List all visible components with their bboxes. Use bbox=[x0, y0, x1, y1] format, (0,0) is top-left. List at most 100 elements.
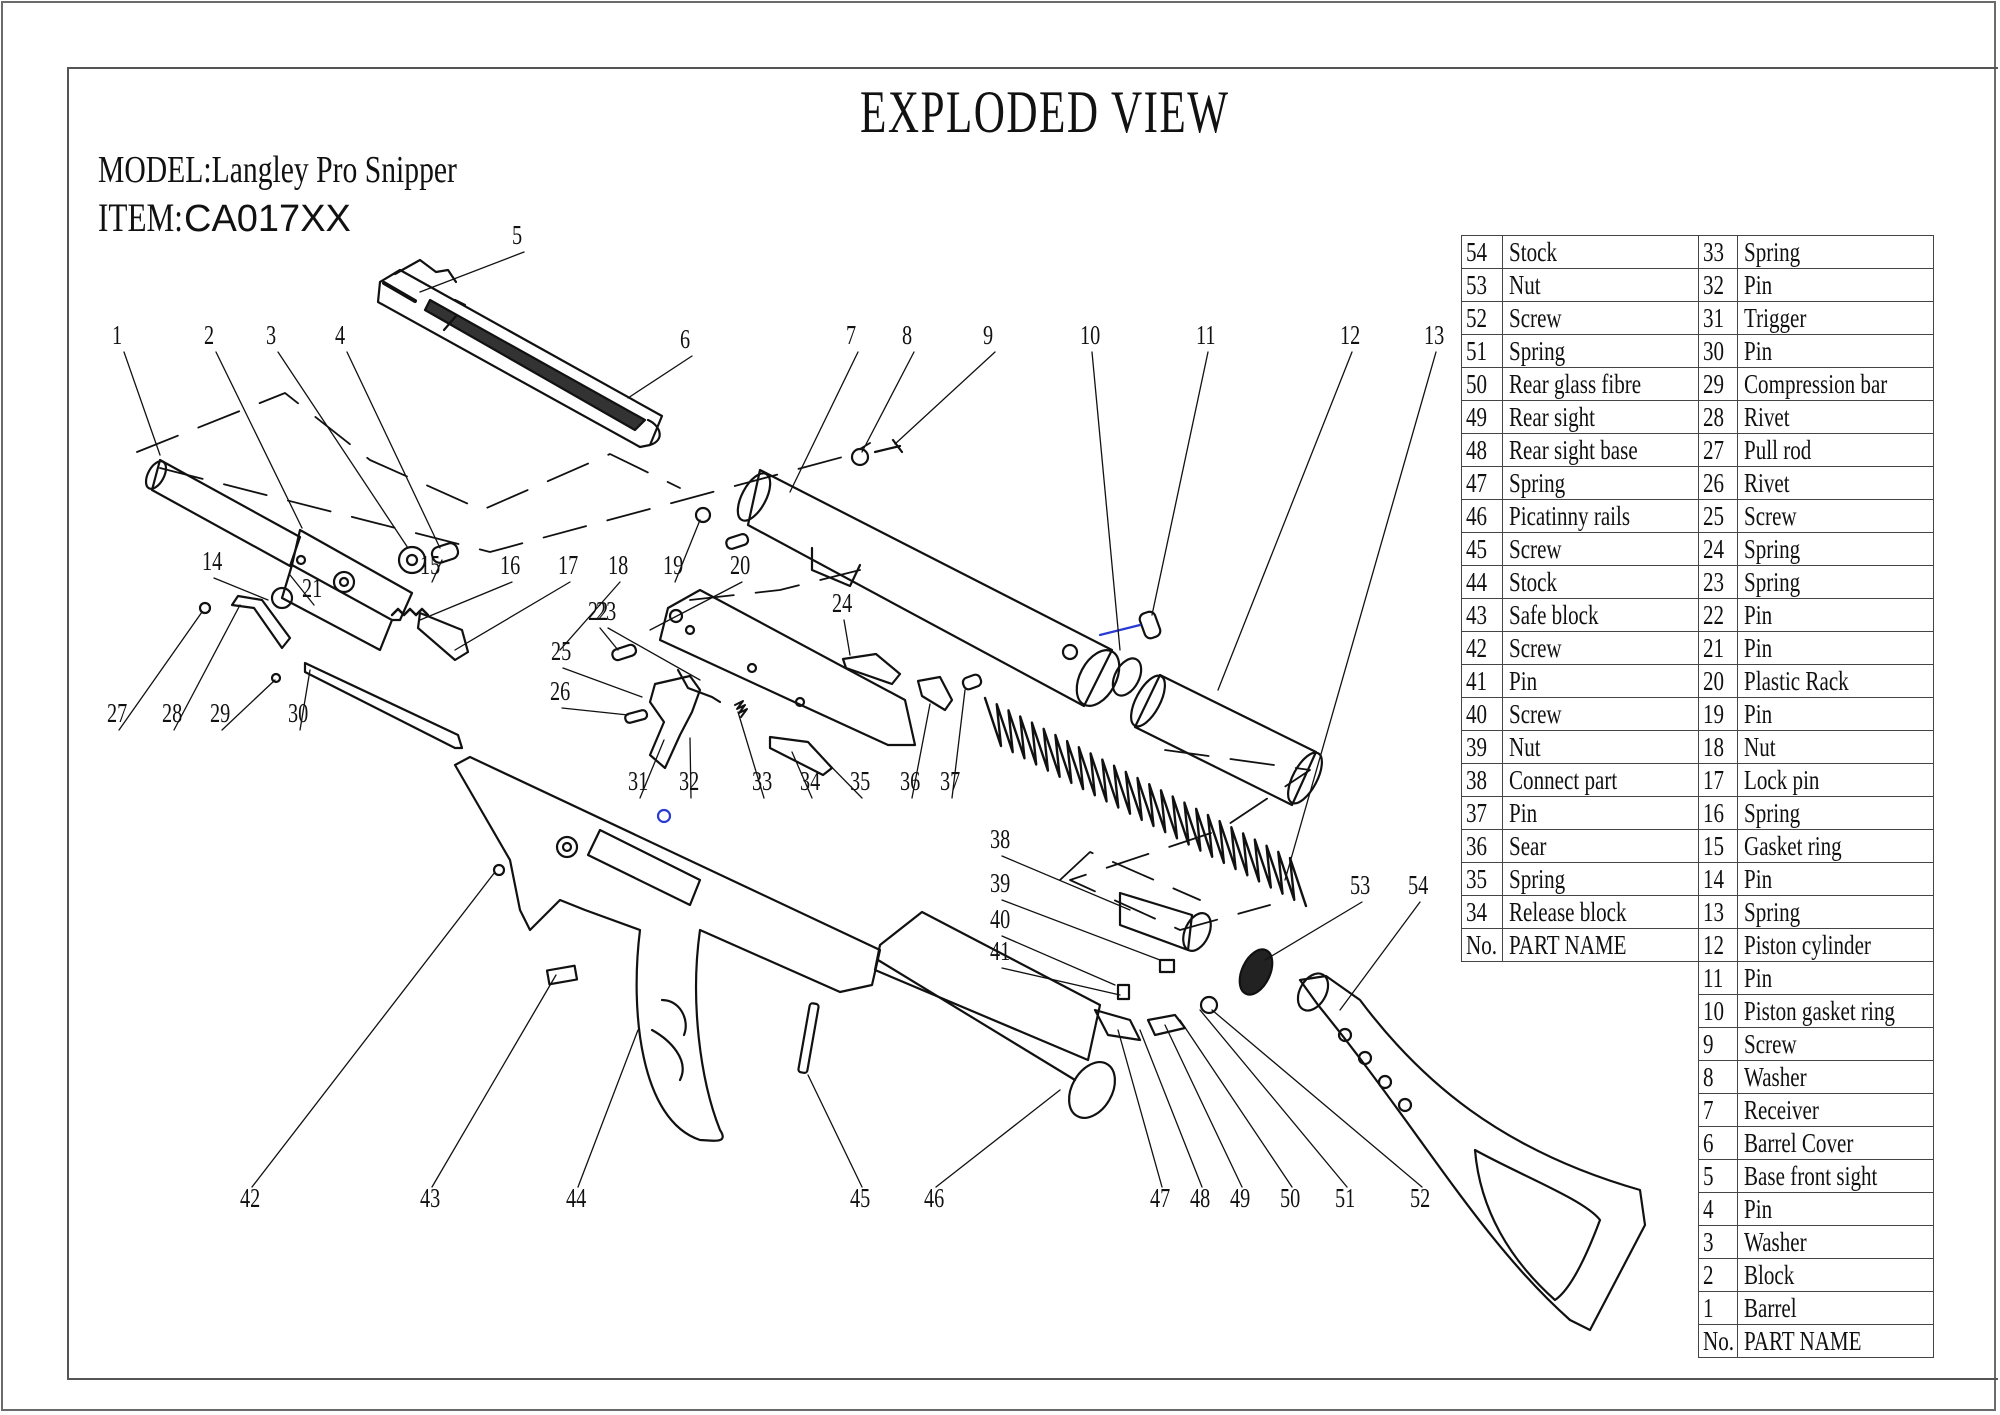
knurled-grip bbox=[423, 298, 647, 432]
leader-line bbox=[1164, 1024, 1243, 1188]
callout-label: 40 bbox=[990, 904, 1011, 934]
leader-line bbox=[419, 581, 513, 621]
callout-label: 29 bbox=[210, 698, 231, 728]
part-number: 29 bbox=[1698, 367, 1738, 401]
part-number: 5 bbox=[1698, 1159, 1738, 1193]
column-header-no: No. bbox=[1461, 928, 1503, 962]
part-name: Receiver bbox=[1737, 1093, 1934, 1127]
callout-label: 34 bbox=[800, 766, 821, 796]
part-number: 13 bbox=[1698, 895, 1738, 929]
part-number: 36 bbox=[1461, 829, 1503, 863]
part-number: 17 bbox=[1698, 763, 1738, 797]
part-name: Screw bbox=[1737, 499, 1934, 533]
leader-line bbox=[807, 1074, 863, 1188]
callout-label: 36 bbox=[900, 766, 921, 796]
part-number: 48 bbox=[1461, 433, 1503, 467]
part-name: Spring bbox=[1502, 862, 1699, 896]
part-screw-42 bbox=[492, 863, 506, 877]
part-pistol-stock bbox=[453, 755, 882, 1142]
part-washer bbox=[397, 545, 427, 575]
part-number: 11 bbox=[1698, 961, 1738, 995]
part-name: Barrel Cover bbox=[1737, 1126, 1934, 1160]
part-pin-4 bbox=[430, 542, 460, 564]
callout-label: 21 bbox=[302, 573, 323, 603]
part-name: Pin bbox=[1737, 268, 1934, 302]
part-number: 26 bbox=[1698, 466, 1738, 500]
column-header-part-name: PART NAME bbox=[1502, 928, 1699, 962]
part-number: 22 bbox=[1698, 598, 1738, 632]
callout-label: 31 bbox=[628, 766, 649, 796]
part-number: 46 bbox=[1461, 499, 1503, 533]
part-name: Pin bbox=[1737, 631, 1934, 665]
item-value: CA017XX bbox=[184, 198, 351, 240]
column-header-no: No. bbox=[1698, 1324, 1738, 1358]
part-stock bbox=[1296, 972, 1647, 1332]
part-name: Lock pin bbox=[1737, 763, 1934, 797]
part-name: Picatinny rails bbox=[1502, 499, 1699, 533]
part-name: Spring bbox=[1737, 235, 1934, 269]
callout-label: 41 bbox=[990, 936, 1011, 966]
part-rear-sight-base bbox=[1093, 1008, 1142, 1042]
leader-line bbox=[599, 627, 619, 651]
part-number: 47 bbox=[1461, 466, 1503, 500]
leader-line bbox=[674, 519, 701, 583]
part-name: Rivet bbox=[1737, 466, 1934, 500]
callout-label: 19 bbox=[663, 550, 684, 580]
part-name: Barrel bbox=[1737, 1291, 1934, 1325]
part-name: Spring bbox=[1737, 895, 1934, 929]
part-number: 52 bbox=[1461, 301, 1503, 335]
leader-line bbox=[1001, 967, 1121, 996]
callout-label: 52 bbox=[1410, 1183, 1431, 1213]
callout-label: 46 bbox=[924, 1183, 945, 1213]
part-pin-11 bbox=[1138, 610, 1162, 640]
part-screw-52 bbox=[1199, 995, 1219, 1015]
part-number: 40 bbox=[1461, 697, 1503, 731]
leader-line bbox=[649, 581, 743, 631]
callout-label: 37 bbox=[940, 766, 961, 796]
leader-line bbox=[215, 351, 303, 529]
leader-line bbox=[346, 351, 441, 549]
part-receiver bbox=[736, 468, 1121, 708]
part-sear bbox=[916, 675, 954, 712]
part-number: 34 bbox=[1461, 895, 1503, 929]
callout-label: 6 bbox=[680, 324, 691, 354]
leader-line bbox=[299, 669, 311, 731]
leader-line bbox=[1139, 1029, 1203, 1188]
callout-label: 11 bbox=[1196, 320, 1216, 350]
leader-line bbox=[1217, 351, 1353, 691]
part-nut-39 bbox=[1158, 958, 1176, 974]
item-line: ITEM:CA017XX bbox=[98, 194, 351, 241]
model-value: Langley Pro Snipper bbox=[211, 149, 457, 191]
part-number: 53 bbox=[1461, 268, 1503, 302]
leader-line bbox=[1211, 1009, 1423, 1188]
guide-line-receiver bbox=[689, 569, 861, 601]
leader-line bbox=[559, 581, 621, 651]
guide-line-cover bbox=[159, 442, 871, 553]
part-name: Sear bbox=[1502, 829, 1699, 863]
part-number: 7 bbox=[1698, 1093, 1738, 1127]
part-number: 39 bbox=[1461, 730, 1503, 764]
callout-label: 20 bbox=[730, 550, 751, 580]
part-front-sight-base bbox=[382, 281, 417, 303]
part-number: 51 bbox=[1461, 334, 1503, 368]
part-compression-bar bbox=[303, 661, 464, 750]
part-screw-45 bbox=[797, 1002, 820, 1074]
part-number: 45 bbox=[1461, 532, 1503, 566]
leader-line bbox=[419, 251, 525, 293]
callout-label: 32 bbox=[679, 766, 700, 796]
part-rivet-26 bbox=[198, 601, 212, 615]
